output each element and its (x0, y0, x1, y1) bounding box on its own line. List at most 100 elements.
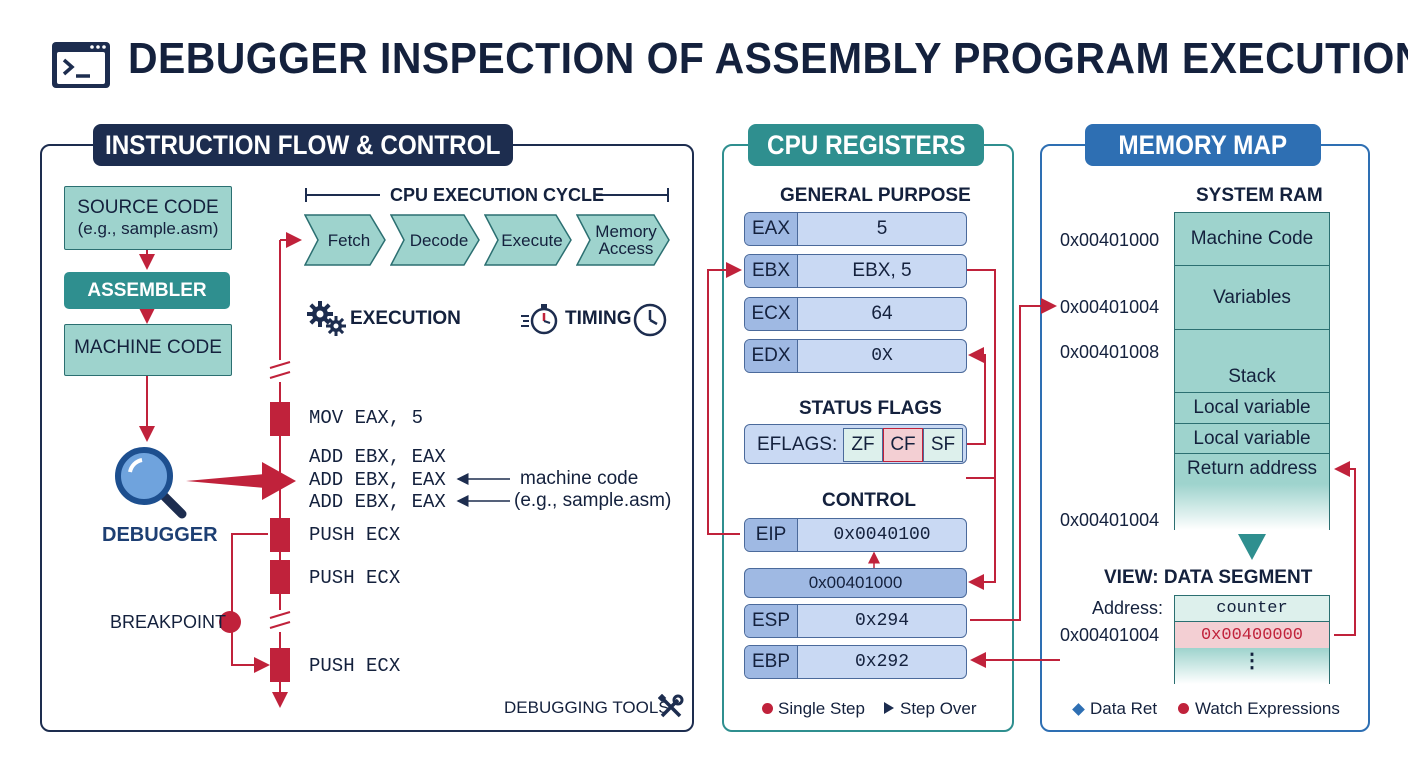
ram-machine-code: Machine Code (1174, 212, 1330, 266)
view-address-value: 0x00401004 (1060, 625, 1160, 645)
view-more: ⋮ (1242, 650, 1262, 672)
assembler-box: ASSEMBLER (64, 272, 230, 309)
register-ebx: EBX EBX, 5 (744, 254, 967, 288)
breakpoint-label: BREAKPOINT (110, 612, 227, 632)
register-edx: EDX 0X (744, 339, 967, 373)
view-value: 0x00400000 (1200, 625, 1304, 645)
register-value: 0X (871, 346, 893, 366)
instruction-panel-title: INSTRUCTION FLOW & CONTROL (93, 124, 513, 166)
general-purpose-label: GENERAL PURPOSE (780, 185, 971, 206)
source-code-box: SOURCE CODE (e.g., sample.asm) (64, 186, 232, 250)
stopwatch-icon (520, 302, 560, 336)
system-ram-label: SYSTEM RAM (1196, 185, 1323, 206)
legend-step-over: Step Over (884, 699, 977, 719)
eflags-label: EFLAGS: (757, 434, 838, 455)
legend-single-step-label: Single Step (778, 699, 865, 718)
stage-decode-label: Decode (409, 230, 469, 250)
stage-memory-access-label: Memory Access (595, 222, 657, 258)
flag-sf: SF (923, 428, 963, 462)
register-value: 0x0040100 (833, 525, 931, 545)
legend-watch-label: Watch Expressions (1195, 699, 1340, 718)
register-name: ECX (745, 298, 798, 330)
legend-watch-expressions: Watch Expressions (1178, 699, 1340, 719)
debugger-label: DEBUGGER (102, 524, 218, 546)
cycle-title: CPU EXECUTION CYCLE (390, 185, 605, 205)
code-line: ADD EBX, EAX (309, 469, 446, 491)
play-icon (884, 702, 894, 714)
register-name: EBP (745, 646, 798, 678)
register-value: 64 (871, 303, 893, 324)
ram-variables: Variables (1174, 265, 1330, 330)
control-label: CONTROL (822, 490, 916, 511)
status-flags-label: STATUS FLAGS (799, 398, 942, 419)
source-code-label: SOURCE CODE (77, 197, 219, 218)
stage-decode: Decode (390, 214, 480, 266)
legend-single-step: Single Step (762, 699, 865, 719)
code-line: PUSH ECX (309, 567, 401, 589)
legend-step-over-label: Step Over (900, 699, 977, 718)
register-value: 0x294 (854, 611, 909, 631)
terminal-icon (50, 40, 112, 90)
legend-data-ret-label: Data Ret (1090, 699, 1158, 718)
annotation-source: (e.g., sample.asm) (514, 490, 672, 511)
debugging-tools-label: DEBUGGING TOOLS (504, 698, 670, 717)
ram-stack: Stack (1174, 329, 1330, 393)
ram-stack-fade (1174, 484, 1330, 530)
register-value: 5 (876, 218, 888, 239)
register-ebp: EBP 0x292 (744, 645, 967, 679)
stage-memory-access: Memory Access (576, 214, 670, 266)
register-name: EAX (745, 213, 798, 245)
view-row-more: ⋮ (1174, 648, 1330, 684)
view-name: counter (1216, 599, 1288, 618)
stage-execute: Execute (484, 214, 572, 266)
red-dot-icon (762, 703, 773, 714)
register-eax: EAX 5 (744, 212, 967, 246)
register-ecx: ECX 64 (744, 297, 967, 331)
legend-data-ret: Data Ret (1072, 699, 1158, 719)
register-name: EIP (745, 519, 798, 551)
tools-icon (657, 693, 684, 720)
memory-panel-title: MEMORY MAP (1085, 124, 1321, 166)
ram-return-address: Return address (1174, 453, 1330, 485)
page-title: DEBUGGER INSPECTION OF ASSEMBLY PROGRAM … (128, 34, 1408, 83)
timing-label: TIMING (565, 308, 632, 329)
code-line: ADD EBX, EAX (309, 446, 446, 468)
register-value: 0x292 (854, 652, 909, 672)
annotation-machine-code: machine code (520, 468, 639, 489)
memory-address: 0x00401004 (1060, 510, 1160, 530)
assembler-label: ASSEMBLER (87, 279, 207, 301)
memory-address: 0x00401004 (1060, 297, 1160, 317)
register-name: EBX (745, 255, 798, 287)
code-line: PUSH ECX (309, 655, 401, 677)
flag-cf: CF (883, 428, 923, 462)
ram-local-variable: Local variable (1174, 423, 1330, 454)
diamond-icon (1072, 703, 1085, 716)
register-eip: EIP 0x0040100 (744, 518, 967, 552)
stage-fetch: Fetch (304, 214, 386, 266)
machine-code-box: MACHINE CODE (64, 324, 232, 376)
code-line: MOV EAX, 5 (309, 407, 424, 429)
stage-execute-label: Execute (501, 230, 563, 250)
red-dot-icon (1178, 703, 1189, 714)
execution-label: EXECUTION (350, 308, 461, 329)
ram-local-variable: Local variable (1174, 392, 1330, 424)
view-address-label: Address: (1092, 598, 1164, 618)
gears-icon (306, 300, 346, 336)
register-value: EBX, 5 (852, 260, 912, 281)
view-row-value: 0x00400000 (1174, 621, 1330, 649)
stage-fetch-label: Fetch (327, 230, 371, 250)
view-data-segment-label: VIEW: DATA SEGMENT (1104, 567, 1313, 588)
view-row-name: counter (1174, 595, 1330, 622)
memory-address: 0x00401000 (1060, 230, 1160, 250)
flag-zf: ZF (843, 428, 883, 462)
eflags-register: EFLAGS: ZF CF SF (744, 424, 967, 464)
machine-code-label: MACHINE CODE (74, 337, 222, 358)
magnifier-icon (112, 444, 188, 520)
eip-address-bar: 0x00401000 (744, 568, 967, 598)
source-code-example: (e.g., sample.asm) (77, 219, 219, 238)
eip-address-value: 0x00401000 (808, 573, 903, 592)
register-name: EDX (745, 340, 798, 372)
memory-address: 0x00401008 (1060, 342, 1160, 362)
